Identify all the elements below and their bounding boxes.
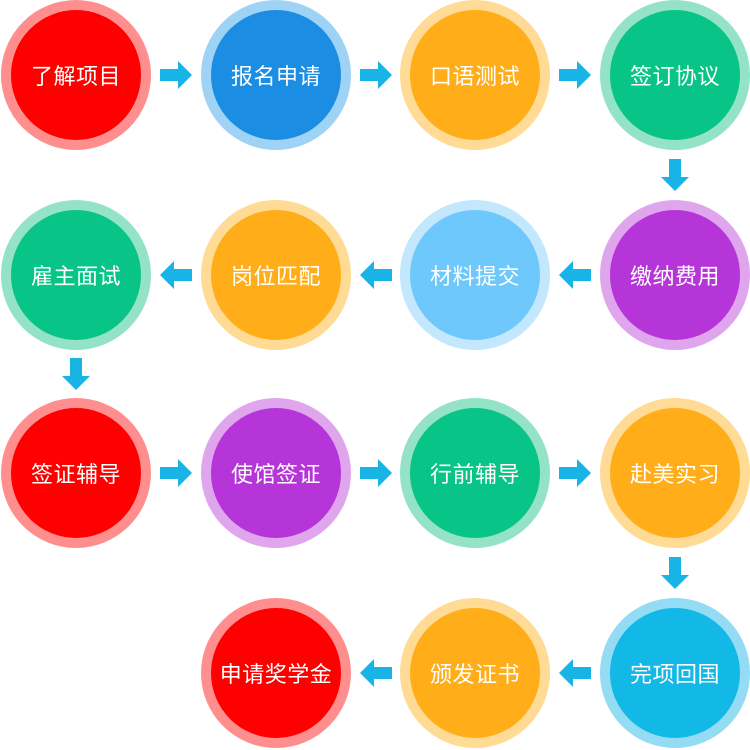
step-node-7: 岗位匹配: [201, 200, 351, 350]
arrow-down-icon: [56, 354, 96, 394]
arrow-left-icon: [356, 255, 396, 295]
step-node-6: 材料提交: [400, 200, 550, 350]
step-label: 赴美实习: [629, 463, 720, 488]
arrow-left-icon: [555, 653, 595, 693]
step-node-14: 颁发证书: [400, 598, 550, 748]
step-label: 完项回国: [629, 663, 720, 688]
arrow-left-icon: [356, 653, 396, 693]
step-node-1: 了解项目: [1, 0, 151, 150]
step-label: 雇主面试: [30, 265, 121, 290]
step-node-12: 赴美实习: [600, 398, 750, 548]
arrow-right-icon: [555, 453, 595, 493]
step-node-5: 缴纳费用: [600, 200, 750, 350]
step-node-9: 签证辅导: [1, 398, 151, 548]
step-node-8: 雇主面试: [1, 200, 151, 350]
step-label: 口语测试: [429, 65, 520, 90]
arrow-right-icon: [156, 453, 196, 493]
step-label: 签证辅导: [30, 463, 121, 488]
step-label: 签订协议: [629, 65, 720, 90]
arrow-left-icon: [555, 255, 595, 295]
step-label: 了解项目: [30, 65, 121, 90]
step-label: 岗位匹配: [230, 265, 321, 290]
arrow-left-icon: [156, 255, 196, 295]
arrow-right-icon: [156, 55, 196, 95]
step-node-11: 行前辅导: [400, 398, 550, 548]
step-label: 使馆签证: [230, 463, 321, 488]
arrow-right-icon: [356, 55, 396, 95]
step-label: 申请奖学金: [219, 663, 333, 688]
step-label: 报名申请: [230, 65, 321, 90]
step-label: 行前辅导: [429, 463, 520, 488]
step-node-4: 签订协议: [600, 0, 750, 150]
step-node-15: 申请奖学金: [201, 598, 351, 748]
step-label: 材料提交: [429, 265, 520, 290]
step-label: 缴纳费用: [629, 265, 720, 290]
step-node-10: 使馆签证: [201, 398, 351, 548]
step-node-3: 口语测试: [400, 0, 550, 150]
arrow-right-icon: [356, 453, 396, 493]
arrow-down-icon: [655, 155, 695, 195]
step-node-2: 报名申请: [201, 0, 351, 150]
step-label: 颁发证书: [429, 663, 520, 688]
arrow-right-icon: [555, 55, 595, 95]
step-node-13: 完项回国: [600, 598, 750, 748]
arrow-down-icon: [655, 553, 695, 593]
